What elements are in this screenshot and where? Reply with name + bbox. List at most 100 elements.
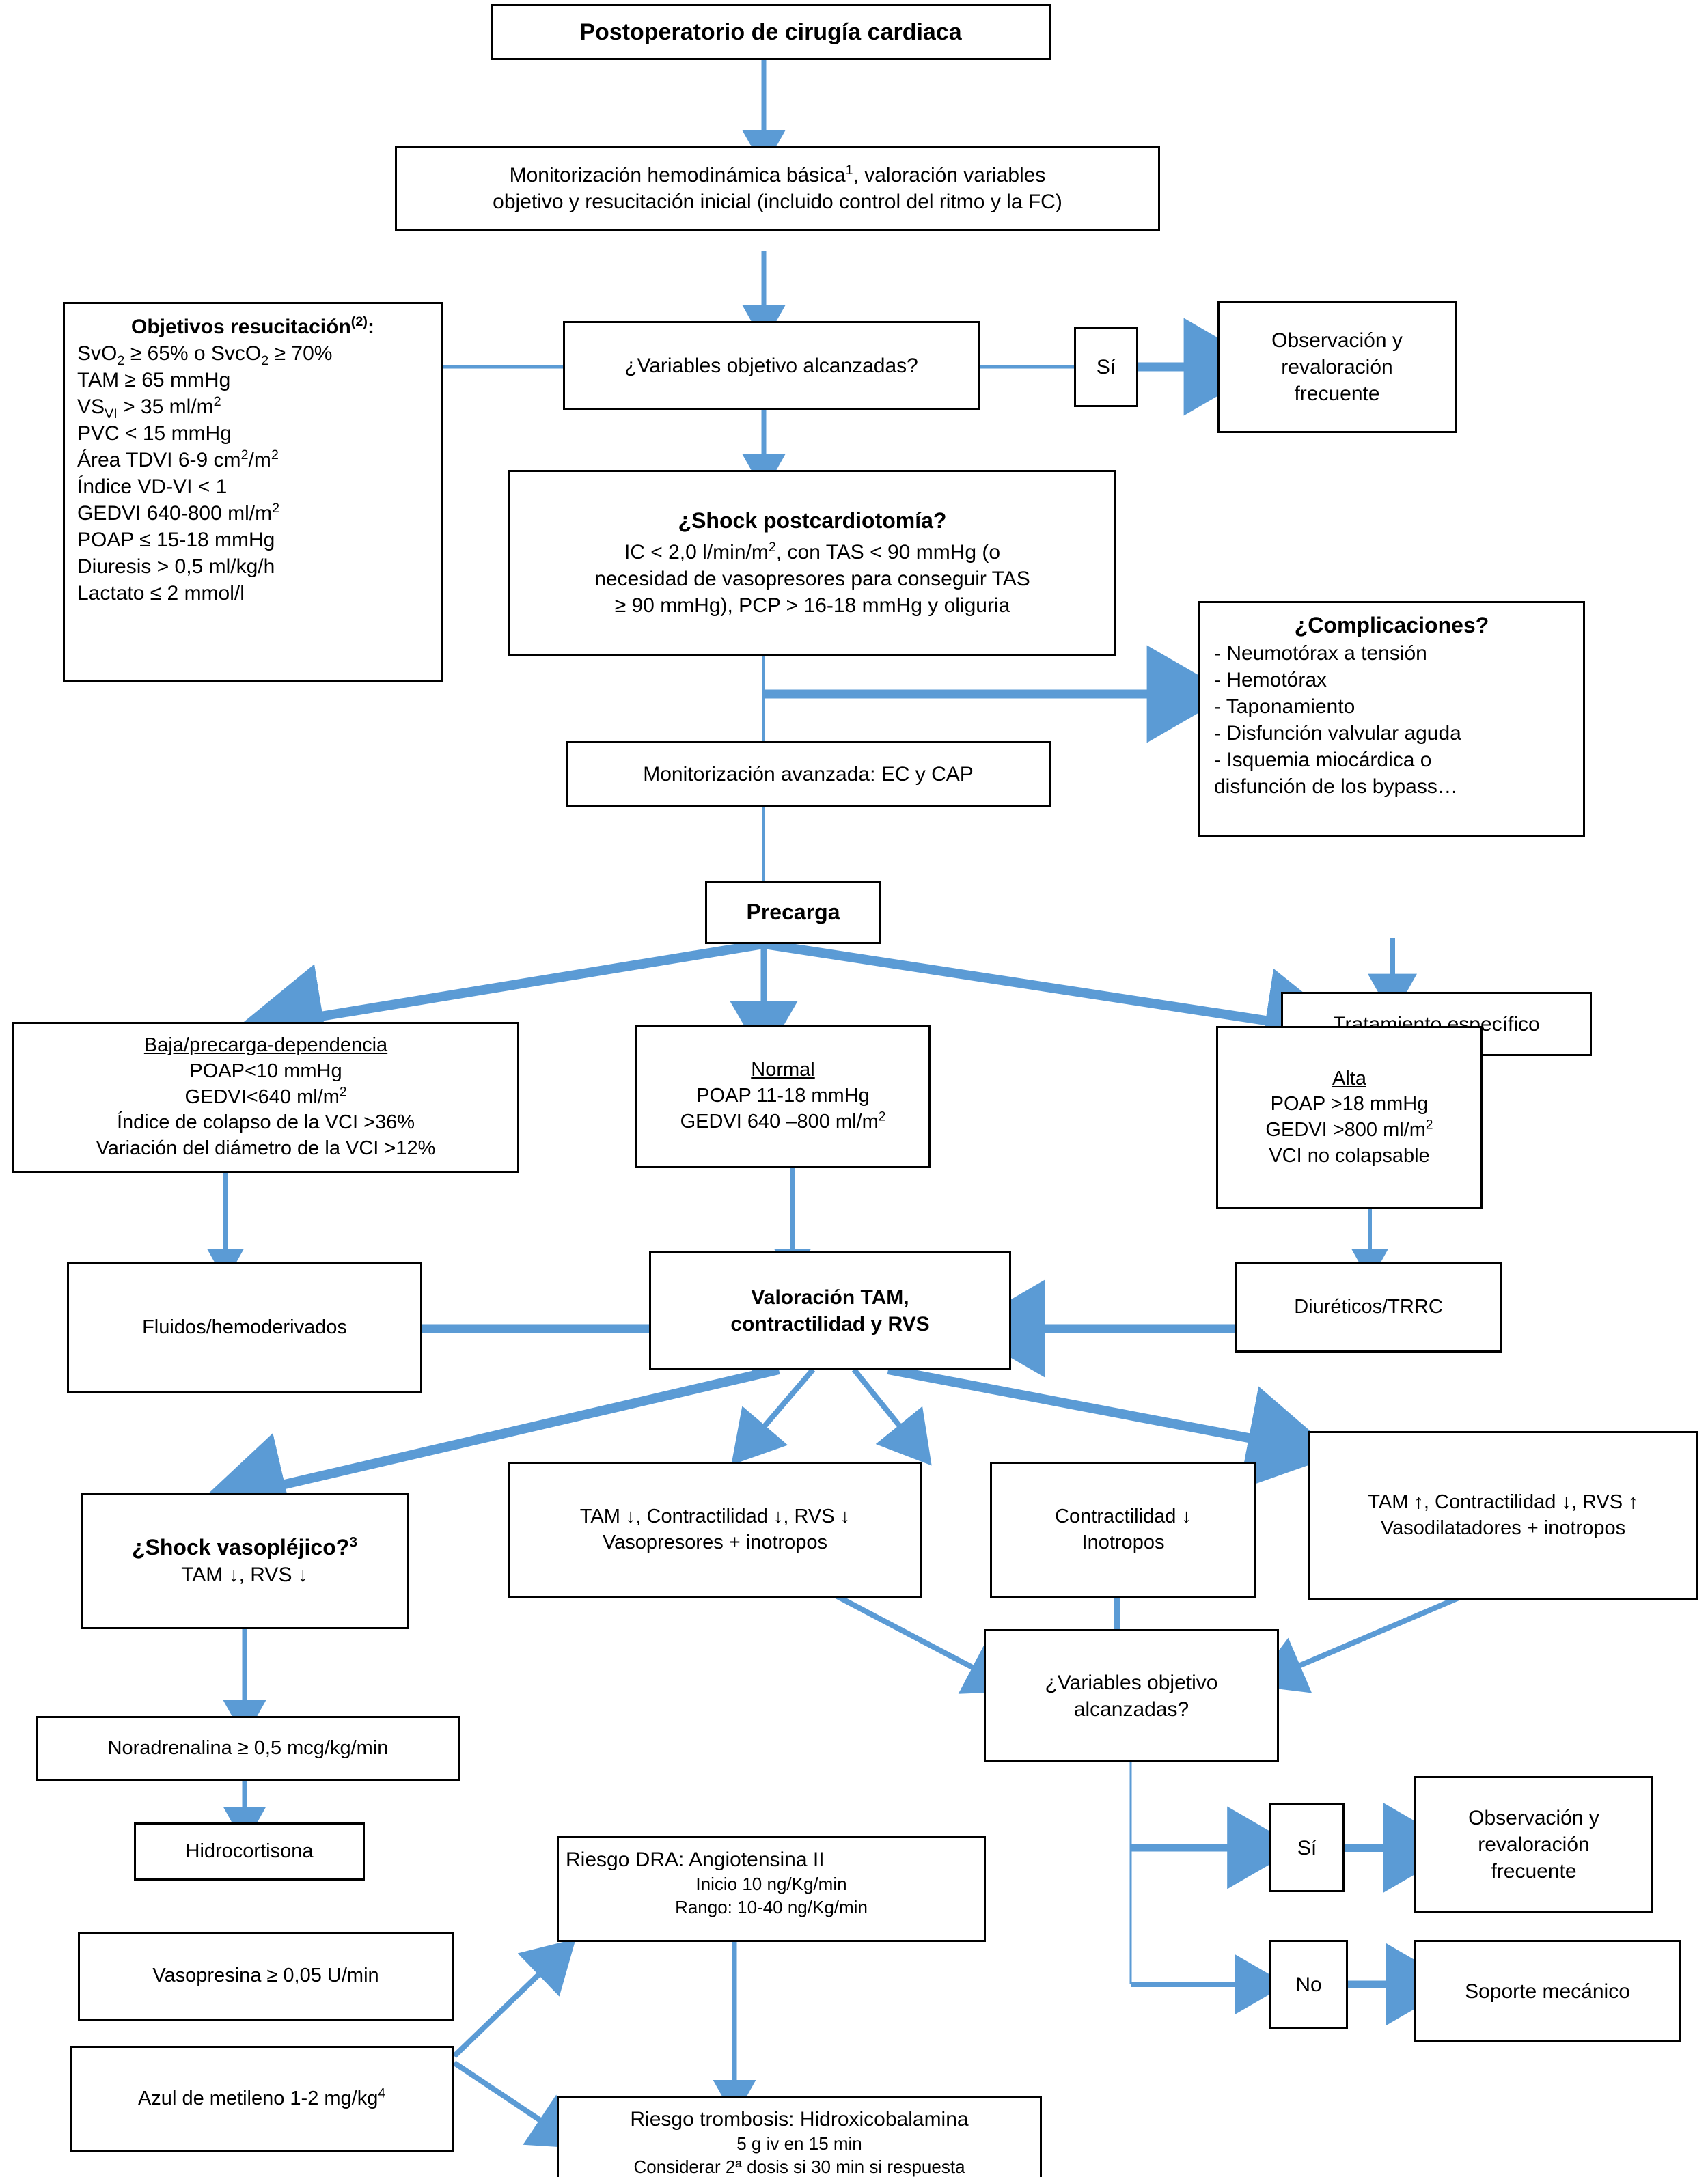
precarga-baja-line-3: Variación del diámetro de la VCI >12% <box>96 1137 436 1160</box>
node-precarga-normal: Normal POAP 11-18 mmHg GEDVI 640 –800 ml… <box>635 1025 931 1168</box>
valoracion-tam-line-0: Valoración TAM, <box>751 1286 909 1309</box>
node-observacion-revaloracion-top: Observación y revaloración frecuente <box>1217 301 1457 433</box>
soporte-mecanico-label: Soporte mecánico <box>1465 1980 1630 2003</box>
hidrocortisona-label: Hidrocortisona <box>185 1840 314 1862</box>
node-riesgo-dra-angiotensina: Riesgo DRA: Angiotensina II Inicio 10 ng… <box>557 1836 986 1942</box>
node-fluidos-hemoderivados: Fluidos/hemoderivados <box>67 1262 422 1393</box>
monitor-basic-line-1: Monitorización hemodinámica básica1, val… <box>509 163 1046 186</box>
complicaciones-item-2: - Taponamiento <box>1214 695 1355 718</box>
vasodilatadores-line-0: TAM ↑, Contractilidad ↓, RVS ↑ <box>1368 1491 1638 1514</box>
si-bottom-label: Sí <box>1297 1836 1317 1859</box>
vars-bottom-line-1: alcanzadas? <box>1073 1697 1189 1721</box>
objetivos-item-3: PVC < 15 mmHg <box>77 422 232 445</box>
riesgo-dra-heading: Riesgo DRA: Angiotensina II <box>566 1848 825 1871</box>
riesgo-trombosis-line-0: 5 g iv en 15 min <box>736 2133 862 2154</box>
node-vasodilatadores-inotropos: TAM ↑, Contractilidad ↓, RVS ↑ Vasodilat… <box>1308 1431 1698 1600</box>
observacion-top-line-0: Observación y <box>1271 329 1403 352</box>
precarga-alta-heading: Alta <box>1332 1067 1366 1090</box>
riesgo-trombosis-line-1: Considerar 2ª dosis si 30 min si respues… <box>633 2156 965 2177</box>
objetivos-item-5: Índice VD-VI < 1 <box>77 475 228 498</box>
no-bottom-label: No <box>1295 1973 1322 1996</box>
precarga-normal-line-0: POAP 11-18 mmHg <box>696 1085 870 1107</box>
shock-postcardiotomia-line-2: ≥ 90 mmHg), PCP > 16-18 mmHg y oliguria <box>614 594 1010 618</box>
node-valoracion-tam: Valoración TAM, contractilidad y RVS <box>649 1251 1011 1370</box>
node-shock-vasoplejico: ¿Shock vasopléjico?3 TAM ↓, RVS ↓ <box>81 1493 409 1629</box>
node-complicaciones: ¿Complicaciones? - Neumotórax a tensión … <box>1198 601 1585 837</box>
precarga-label: Precarga <box>746 900 840 925</box>
precarga-normal-line-1: GEDVI 640 –800 ml/m2 <box>680 1109 886 1133</box>
precarga-baja-line-0: POAP<10 mmHg <box>189 1059 342 1082</box>
monitor-avanzada-label: Monitorización avanzada: EC y CAP <box>643 762 974 786</box>
objetivos-item-9: Lactato ≤ 2 mmol/l <box>77 582 245 605</box>
node-shock-postcardiotomia: ¿Shock postcardiotomía? IC < 2,0 l/min/m… <box>508 470 1116 656</box>
node-vasopresina: Vasopresina ≥ 0,05 U/min <box>78 1932 454 2021</box>
inotropos-line-1: Inotropos <box>1082 1531 1165 1553</box>
shock-vasoplejico-line-0: TAM ↓, RVS ↓ <box>181 1564 308 1587</box>
node-no-bottom: No <box>1269 1940 1348 2029</box>
vasopresores-line-1: Vasopresores + inotropos <box>602 1531 828 1553</box>
precarga-alta-line-0: POAP >18 mmHg <box>1270 1093 1429 1115</box>
riesgo-dra-line-1: Rango: 10-40 ng/Kg/min <box>675 1896 868 1917</box>
complicaciones-item-5: disfunción de los bypass… <box>1214 775 1458 798</box>
objetivos-item-4: Área TDVI 6-9 cm2/m2 <box>77 447 279 471</box>
node-vasopresores-inotropos: TAM ↓, Contractilidad ↓, RVS ↓ Vasopreso… <box>508 1462 922 1598</box>
node-diureticos-trrc: Diuréticos/TRRC <box>1235 1262 1502 1353</box>
observacion-top-line-1: revaloración <box>1281 355 1393 378</box>
objetivos-heading: Objetivos resucitación(2): <box>131 314 374 338</box>
si-top-label: Sí <box>1096 355 1116 378</box>
vasodilatadores-line-1: Vasodilatadores + inotropos <box>1380 1517 1626 1539</box>
observacion-top-line-2: frecuente <box>1294 382 1380 405</box>
objetivos-item-2: VSVI > 35 ml/m2 <box>77 394 221 421</box>
complicaciones-item-3: - Disfunción valvular aguda <box>1214 721 1461 745</box>
monitor-basic-line-2: objetivo y resucitación inicial (incluid… <box>493 191 1062 213</box>
objetivos-item-0: SvO2 ≥ 65% o SvcO2 ≥ 70% <box>77 342 333 368</box>
shock-postcardiotomia-line-0: IC < 2,0 l/min/m2, con TAS < 90 mmHg (o <box>624 540 1001 564</box>
node-azul-metileno: Azul de metileno 1-2 mg/kg4 <box>70 2046 454 2152</box>
inotropos-line-0: Contractilidad ↓ <box>1055 1506 1192 1528</box>
title-line-1: Postoperatorio de cirugía cardiaca <box>579 18 962 45</box>
node-title-box: Postoperatorio de cirugía cardiaca <box>491 4 1051 60</box>
riesgo-dra-line-0: Inicio 10 ng/Kg/min <box>695 1874 847 1894</box>
precarga-normal-heading: Normal <box>751 1059 815 1081</box>
complicaciones-item-4: - Isquemia miocárdica o <box>1214 748 1432 771</box>
observacion-bottom-line-1: revaloración <box>1478 1833 1590 1856</box>
vasopresina-label: Vasopresina ≥ 0,05 U/min <box>152 1965 379 1987</box>
node-observacion-revaloracion-bottom: Observación y revaloración frecuente <box>1414 1776 1653 1913</box>
node-hidrocortisona: Hidrocortisona <box>134 1822 365 1881</box>
observacion-bottom-line-2: frecuente <box>1491 1859 1577 1883</box>
objetivos-item-1: TAM ≥ 65 mmHg <box>77 369 231 391</box>
precarga-baja-heading: Baja/precarga-dependencia <box>143 1034 388 1057</box>
precarga-alta-line-1: GEDVI >800 ml/m2 <box>1265 1118 1433 1141</box>
node-monitorizacion-basica: Monitorización hemodinámica básica1, val… <box>395 146 1160 231</box>
node-variables-objetivo-alcanzadas-bottom: ¿Variables objetivo alcanzadas? <box>984 1629 1279 1762</box>
observacion-bottom-line-0: Observación y <box>1468 1806 1599 1829</box>
valoracion-tam-line-1: contractilidad y RVS <box>730 1312 930 1335</box>
node-noradrenalina: Noradrenalina ≥ 0,5 mcg/kg/min <box>36 1716 460 1781</box>
node-si-bottom: Sí <box>1269 1803 1345 1892</box>
complicaciones-heading: ¿Complicaciones? <box>1294 613 1489 637</box>
precarga-baja-line-2: Índice de colapso de la VCI >36% <box>116 1111 415 1134</box>
node-precarga-alta: Alta POAP >18 mmHg GEDVI >800 ml/m2 VCI … <box>1216 1026 1483 1209</box>
shock-postcardiotomia-heading: ¿Shock postcardiotomía? <box>678 508 947 533</box>
complicaciones-item-0: - Neumotórax a tensión <box>1214 641 1427 665</box>
shock-vasoplejico-heading: ¿Shock vasopléjico?3 <box>131 1534 358 1559</box>
node-precarga: Precarga <box>705 881 881 944</box>
complicaciones-item-1: - Hemotórax <box>1214 668 1327 691</box>
node-riesgo-trombosis-hidroxicobalamina: Riesgo trombosis: Hidroxicobalamina 5 g … <box>557 2096 1042 2177</box>
azul-metileno-label: Azul de metileno 1-2 mg/kg4 <box>137 2086 386 2109</box>
node-inotropos: Contractilidad ↓ Inotropos <box>990 1462 1256 1598</box>
objetivos-item-6: GEDVI 640-800 ml/m2 <box>77 501 280 525</box>
vars-bottom-line-0: ¿Variables objetivo <box>1045 1671 1218 1694</box>
node-si-top: Sí <box>1074 327 1138 407</box>
node-monitorizacion-avanzada: Monitorización avanzada: EC y CAP <box>566 741 1051 807</box>
precarga-baja-line-1: GEDVI<640 ml/m2 <box>184 1085 347 1108</box>
node-soporte-mecanico: Soporte mecánico <box>1414 1940 1681 2042</box>
node-precarga-baja: Baja/precarga-dependencia POAP<10 mmHg G… <box>12 1022 519 1173</box>
node-objetivos-resucitacion: Objetivos resucitación(2): SvO2 ≥ 65% o … <box>63 302 443 682</box>
objetivos-item-8: Diuresis > 0,5 ml/kg/h <box>77 555 275 578</box>
shock-postcardiotomia-line-1: necesidad de vasopresores para conseguir… <box>594 568 1030 591</box>
node-variables-objetivo-alcanzadas-top: ¿Variables objetivo alcanzadas? <box>563 321 980 410</box>
objetivos-item-7: POAP ≤ 15-18 mmHg <box>77 529 275 551</box>
precarga-alta-line-2: VCI no colapsable <box>1269 1144 1430 1167</box>
